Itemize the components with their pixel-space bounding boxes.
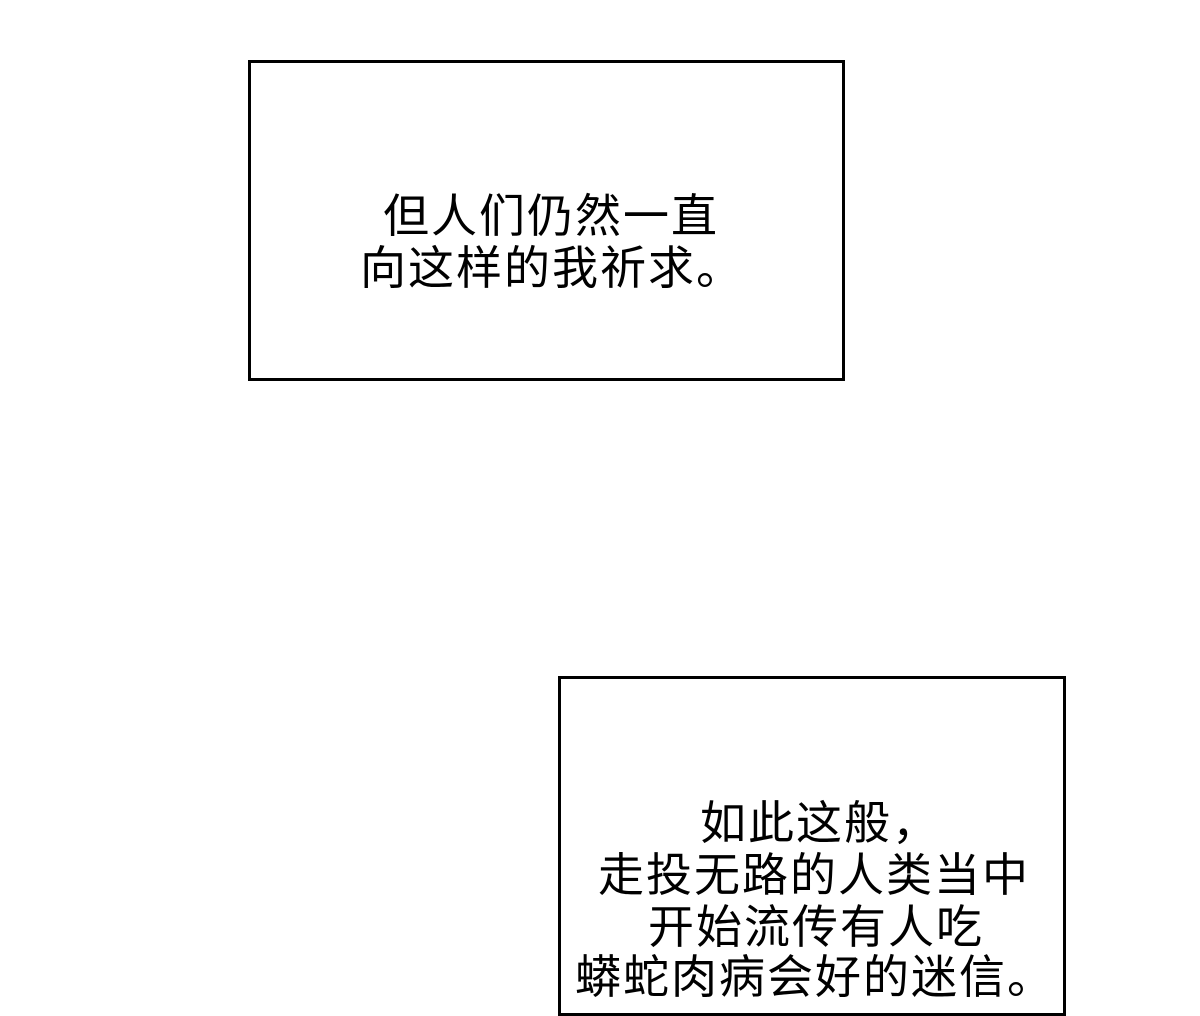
- caption-2-line-1: 如此这般，: [700, 796, 940, 850]
- caption-1-line-2: 向这样的我祈求。: [360, 241, 744, 295]
- caption-box-2: [558, 676, 1066, 1016]
- caption-2-line-2: 走投无路的人类当中: [598, 848, 1030, 902]
- caption-2-line-4: 蟒蛇肉病会好的迷信。: [575, 950, 1055, 1004]
- caption-1-line-1: 但人们仍然一直: [383, 189, 719, 243]
- caption-box-1: [248, 60, 845, 381]
- caption-2-line-3: 开始流传有人吃: [648, 900, 984, 954]
